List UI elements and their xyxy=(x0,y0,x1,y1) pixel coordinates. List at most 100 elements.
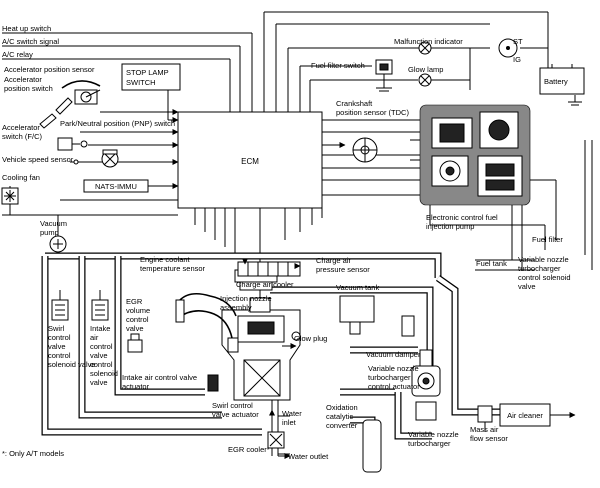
label-water-inlet-1: Water xyxy=(282,409,302,418)
egr-volume-control-valve-icon xyxy=(127,333,143,353)
nats-immu-label: NATS-IMMU xyxy=(95,182,137,191)
label-swirl-2: control xyxy=(48,333,71,342)
label-fuel-filter-switch: Fuel filter switch xyxy=(311,61,365,70)
ignition-switch-icon xyxy=(498,38,518,58)
intake-air-control-valve-solenoid-icon xyxy=(91,290,109,321)
label-coolant-temp-2: temperature sensor xyxy=(140,264,206,273)
label-crankshaft-2: position sensor (TDC) xyxy=(336,108,409,117)
label-vacuum-tank: Vacuum tank xyxy=(336,283,379,292)
cooling-fan-icon xyxy=(1,187,19,205)
label-at-models-note: *: Only A/T models xyxy=(2,449,64,458)
label-vnt-solenoid-4: valve xyxy=(518,282,536,291)
label-accel-position-switch-2: position switch xyxy=(4,84,53,93)
label-intake-air-4: valve xyxy=(90,351,108,360)
label-ac-relay: A/C relay xyxy=(2,50,33,59)
glow-lamp-icon xyxy=(418,73,432,87)
nats-immu-box xyxy=(83,179,149,193)
swirl-control-valve-solenoid-icon xyxy=(51,290,69,321)
label-vnt-solenoid-3: control solenoid xyxy=(518,273,571,282)
label-accel-switch-fc-1: Accelerator xyxy=(2,123,40,132)
label-egr-1: EGR xyxy=(126,297,143,306)
label-charge-air-1: Charge air xyxy=(316,256,352,265)
ecm-box xyxy=(177,111,323,209)
label-charge-air-2: pressure sensor xyxy=(316,265,370,274)
signal-wiring xyxy=(2,11,582,262)
label-water-outlet: Water outlet xyxy=(288,452,329,461)
engine-block-icon xyxy=(207,269,301,449)
label-maf-1: Mass air xyxy=(470,425,499,434)
label-glow-lamp: Glow lamp xyxy=(408,65,443,74)
pnp-switch-icon xyxy=(57,137,88,151)
charge-air-cooler-icon xyxy=(237,261,301,277)
label-coolant-temp-1: Engine coolant xyxy=(140,255,191,264)
label-intake-air-actuator-2: actuator xyxy=(122,382,150,391)
malfunction-indicator-icon xyxy=(418,41,432,55)
crankshaft-position-sensor-icon xyxy=(352,137,378,163)
label-oxidation-1: Oxidation xyxy=(326,403,358,412)
label-egr-cooler: EGR cooler* xyxy=(228,445,270,454)
label-swirl-actuator-1: Swirl control xyxy=(212,401,253,410)
label-accel-position-sensor: Accelerator position sensor xyxy=(4,65,95,74)
label-vnt-actuator-1: Variable nozzle xyxy=(368,364,419,373)
label-accel-switch-fc-2: switch (F/C) xyxy=(2,132,43,141)
label-intake-air-1: Intake xyxy=(90,324,110,333)
label-vnt-actuator-3: control actuator xyxy=(368,382,420,391)
label-vacuum-2: pump xyxy=(40,228,59,237)
label-swirl-1: Swirl xyxy=(48,324,65,333)
label-battery: Battery xyxy=(544,77,568,86)
label-ac-switch-signal: A/C switch signal xyxy=(2,37,59,46)
label-fuel-filter: Fuel filter xyxy=(532,235,563,244)
label-swirl-3: valve xyxy=(48,342,66,351)
label-fuel-tank: Fuel tank xyxy=(476,259,507,268)
label-vacuum-1: Vacuum xyxy=(40,219,67,228)
label-injection-nozzle-2: assembly xyxy=(220,303,252,312)
label-crankshaft-1: Crankshaft xyxy=(336,99,373,108)
label-ignition-st: ST xyxy=(513,37,523,46)
ecm-label: ECM xyxy=(241,157,259,166)
component-labels: Heat up switch A/C switch signal A/C rel… xyxy=(2,24,571,461)
label-intake-air-2: air xyxy=(90,333,99,342)
label-swirl-actuator-2: valve actuator xyxy=(212,410,259,419)
label-oxidation-3: converter xyxy=(326,421,358,430)
label-egr-4: valve xyxy=(126,324,144,333)
label-maf-2: flow sensor xyxy=(470,434,508,443)
label-vacuum-damper: Vacuum damper xyxy=(366,350,421,359)
label-vehicle-speed-sensor: Vehicle speed sensor xyxy=(2,155,74,164)
label-fuel-pump-2: injection pump xyxy=(426,222,474,231)
label-vnt-solenoid-2: turbocharger xyxy=(518,264,561,273)
label-fuel-pump-1: Electronic control fuel xyxy=(426,213,498,222)
label-intake-air-7: valve xyxy=(90,378,108,387)
stop-lamp-switch-label-line1: STOP LAMP xyxy=(126,68,169,77)
label-cooling-fan: Cooling fan xyxy=(2,173,40,182)
turbocharger-icon xyxy=(339,295,441,421)
label-egr-3: control xyxy=(126,315,149,324)
air-cleaner-label: Air cleaner xyxy=(507,411,543,420)
vehicle-speed-sensor-icon xyxy=(73,149,119,168)
label-swirl-5: solenoid valve xyxy=(48,360,96,369)
accelerator-position-sensor-icon xyxy=(39,80,101,129)
label-accel-position-switch-1: Accelerator xyxy=(4,75,42,84)
label-vnt-turbo-2: turbocharger xyxy=(408,439,451,448)
label-pnp-switch: Park/Neutral position (PNP) switch xyxy=(60,119,175,128)
battery-icon xyxy=(539,64,585,95)
label-intake-air-3: control xyxy=(90,342,113,351)
label-injection-nozzle-1: Injection nozzle xyxy=(220,294,272,303)
label-vnt-actuator-2: turbocharger xyxy=(368,373,411,382)
label-oxidation-2: catalytic xyxy=(326,412,353,421)
fuel-filter-switch-icon xyxy=(375,59,393,75)
label-ignition-ig: IG xyxy=(513,55,521,64)
label-intake-air-actuator-1: Intake air control valve xyxy=(122,373,197,382)
electronic-control-fuel-injection-pump-icon xyxy=(410,104,531,206)
label-swirl-4: control xyxy=(48,351,71,360)
label-vnt-solenoid-1: Variable nozzle xyxy=(518,255,569,264)
label-glow-plug: Glow plug xyxy=(294,334,327,343)
label-vnt-turbo-1: Variable nozzle xyxy=(408,430,459,439)
label-malfunction-indicator: Malfunction indicator xyxy=(394,37,463,46)
label-egr-2: volume xyxy=(126,306,150,315)
air-cleaner-box-icon xyxy=(477,403,576,432)
label-heat-up-switch: Heat up switch xyxy=(2,24,51,33)
stop-lamp-switch-box xyxy=(121,63,181,91)
vacuum-piping xyxy=(41,140,593,473)
